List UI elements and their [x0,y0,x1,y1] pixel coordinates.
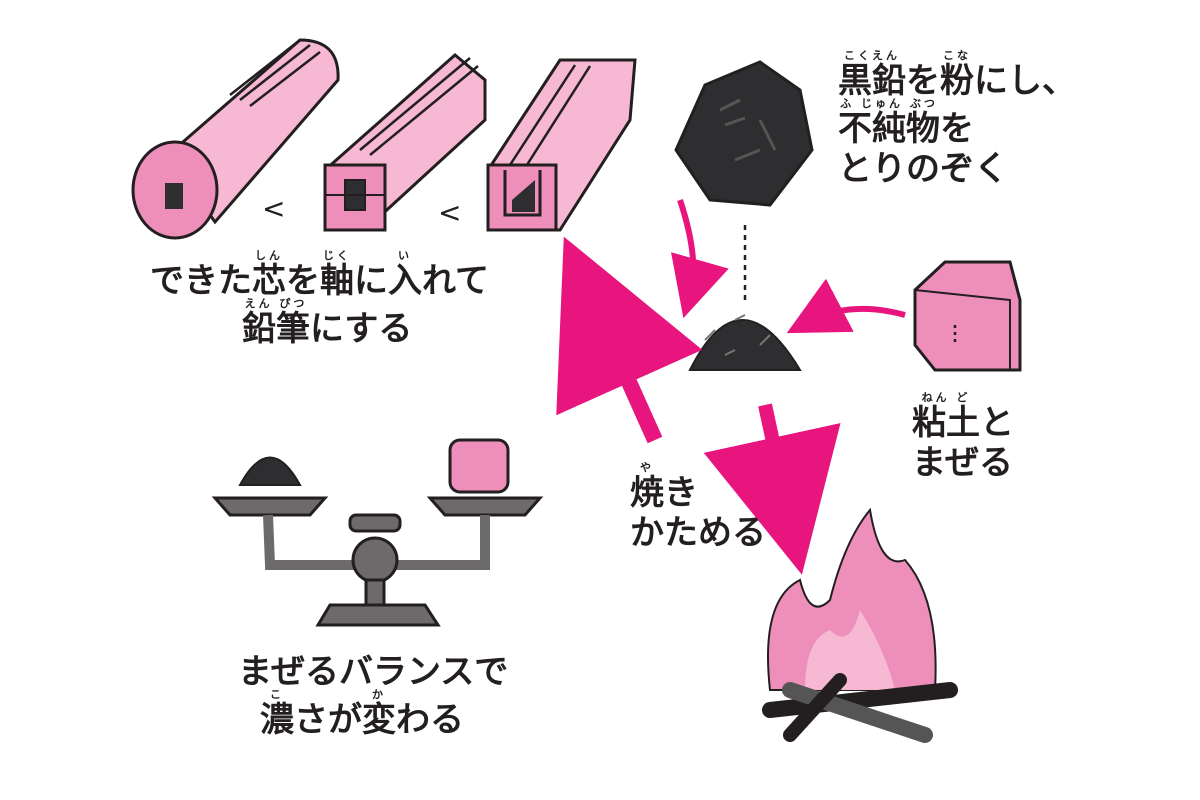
caption-clay: ねん ど粘土 と まぜる [912,392,1014,480]
ruby-i: い [398,249,412,262]
text-wo-1: を [906,61,940,101]
text-jiku: 軸 [320,261,354,301]
ruby-kona: こな [943,49,971,62]
text-kokuen: 黒鉛 [838,61,906,101]
clay-cube-icon [913,260,1022,372]
campfire-icon [762,507,958,743]
text-wo-3: を [286,261,320,301]
ruby-ya: や [640,461,654,474]
text-dekita: できた [150,261,252,301]
caption-graphite: こくえん黒鉛 を こな粉 にし、 ふ じゅん ぶつ不純物 を とりのぞく [838,50,1076,186]
pencil-halves-icon [323,53,487,232]
text-kona: 粉 [940,61,974,101]
arrow-bake-to-pencil [556,236,703,444]
text-ko: 濃 [260,700,294,740]
arrow-mix-to-fire [703,403,841,575]
balance-scale-icon [211,438,544,627]
text-ire: 入 [388,261,422,301]
graphite-lump-icon [674,60,814,207]
text-saga: さが [294,700,362,740]
graphite-powder-icon [688,314,802,371]
text-mazeru: まぜる [912,443,1013,483]
ruby-shin: しん [255,249,283,262]
ruby-ko: こ [270,688,284,701]
text-enpitsu: 鉛筆 [242,309,310,349]
text-wo-2: を [940,109,974,149]
text-to: と [980,403,1014,443]
text-ni-1: に [354,261,388,301]
text-nendo: 粘土 [912,403,980,443]
ruby-fujunbutsu: ふ じゅん ぶつ [840,97,938,110]
arrow-clay-to-mix [786,278,906,334]
caption-balance: まぜるバランスで こ濃 さが か変 わる [238,655,508,737]
text-ka: 変 [362,700,396,740]
text-waru: わる [396,700,464,740]
text-torinozoku: とりのぞく [838,149,1008,189]
text-katameru: かためる [630,513,766,553]
text-nisuru: にする [310,309,413,349]
pencil-groove-icon [486,58,637,232]
caption-bake: や焼 き かためる [630,462,766,550]
caption-pencil: できた しん芯 を じく軸 に い入 れて えん ぴつ鉛筆 にする [150,250,489,346]
text-ki: き [664,473,698,513]
pencil-round-icon [131,38,340,240]
text-nishi: にし、 [974,61,1076,101]
ruby-ka: か [372,688,386,701]
text-fujunbutsu: 不純物 [838,109,940,149]
arrow-graphite-to-mix [671,199,729,319]
text-yaki: 焼 [630,473,664,513]
ruby-enpitsu: えん ぴつ [244,297,308,310]
ruby-nendo: ねん ど [921,391,971,404]
small-arrow-left-2: < [438,196,461,229]
text-shin: 芯 [252,261,286,301]
ruby-jiku: じく [323,249,351,262]
ruby-kokuen: こくえん [844,49,900,62]
text-rete: れて [422,261,489,301]
text-mazeru-balance: まぜるバランスで [238,652,509,692]
small-arrow-left: < [262,192,285,225]
